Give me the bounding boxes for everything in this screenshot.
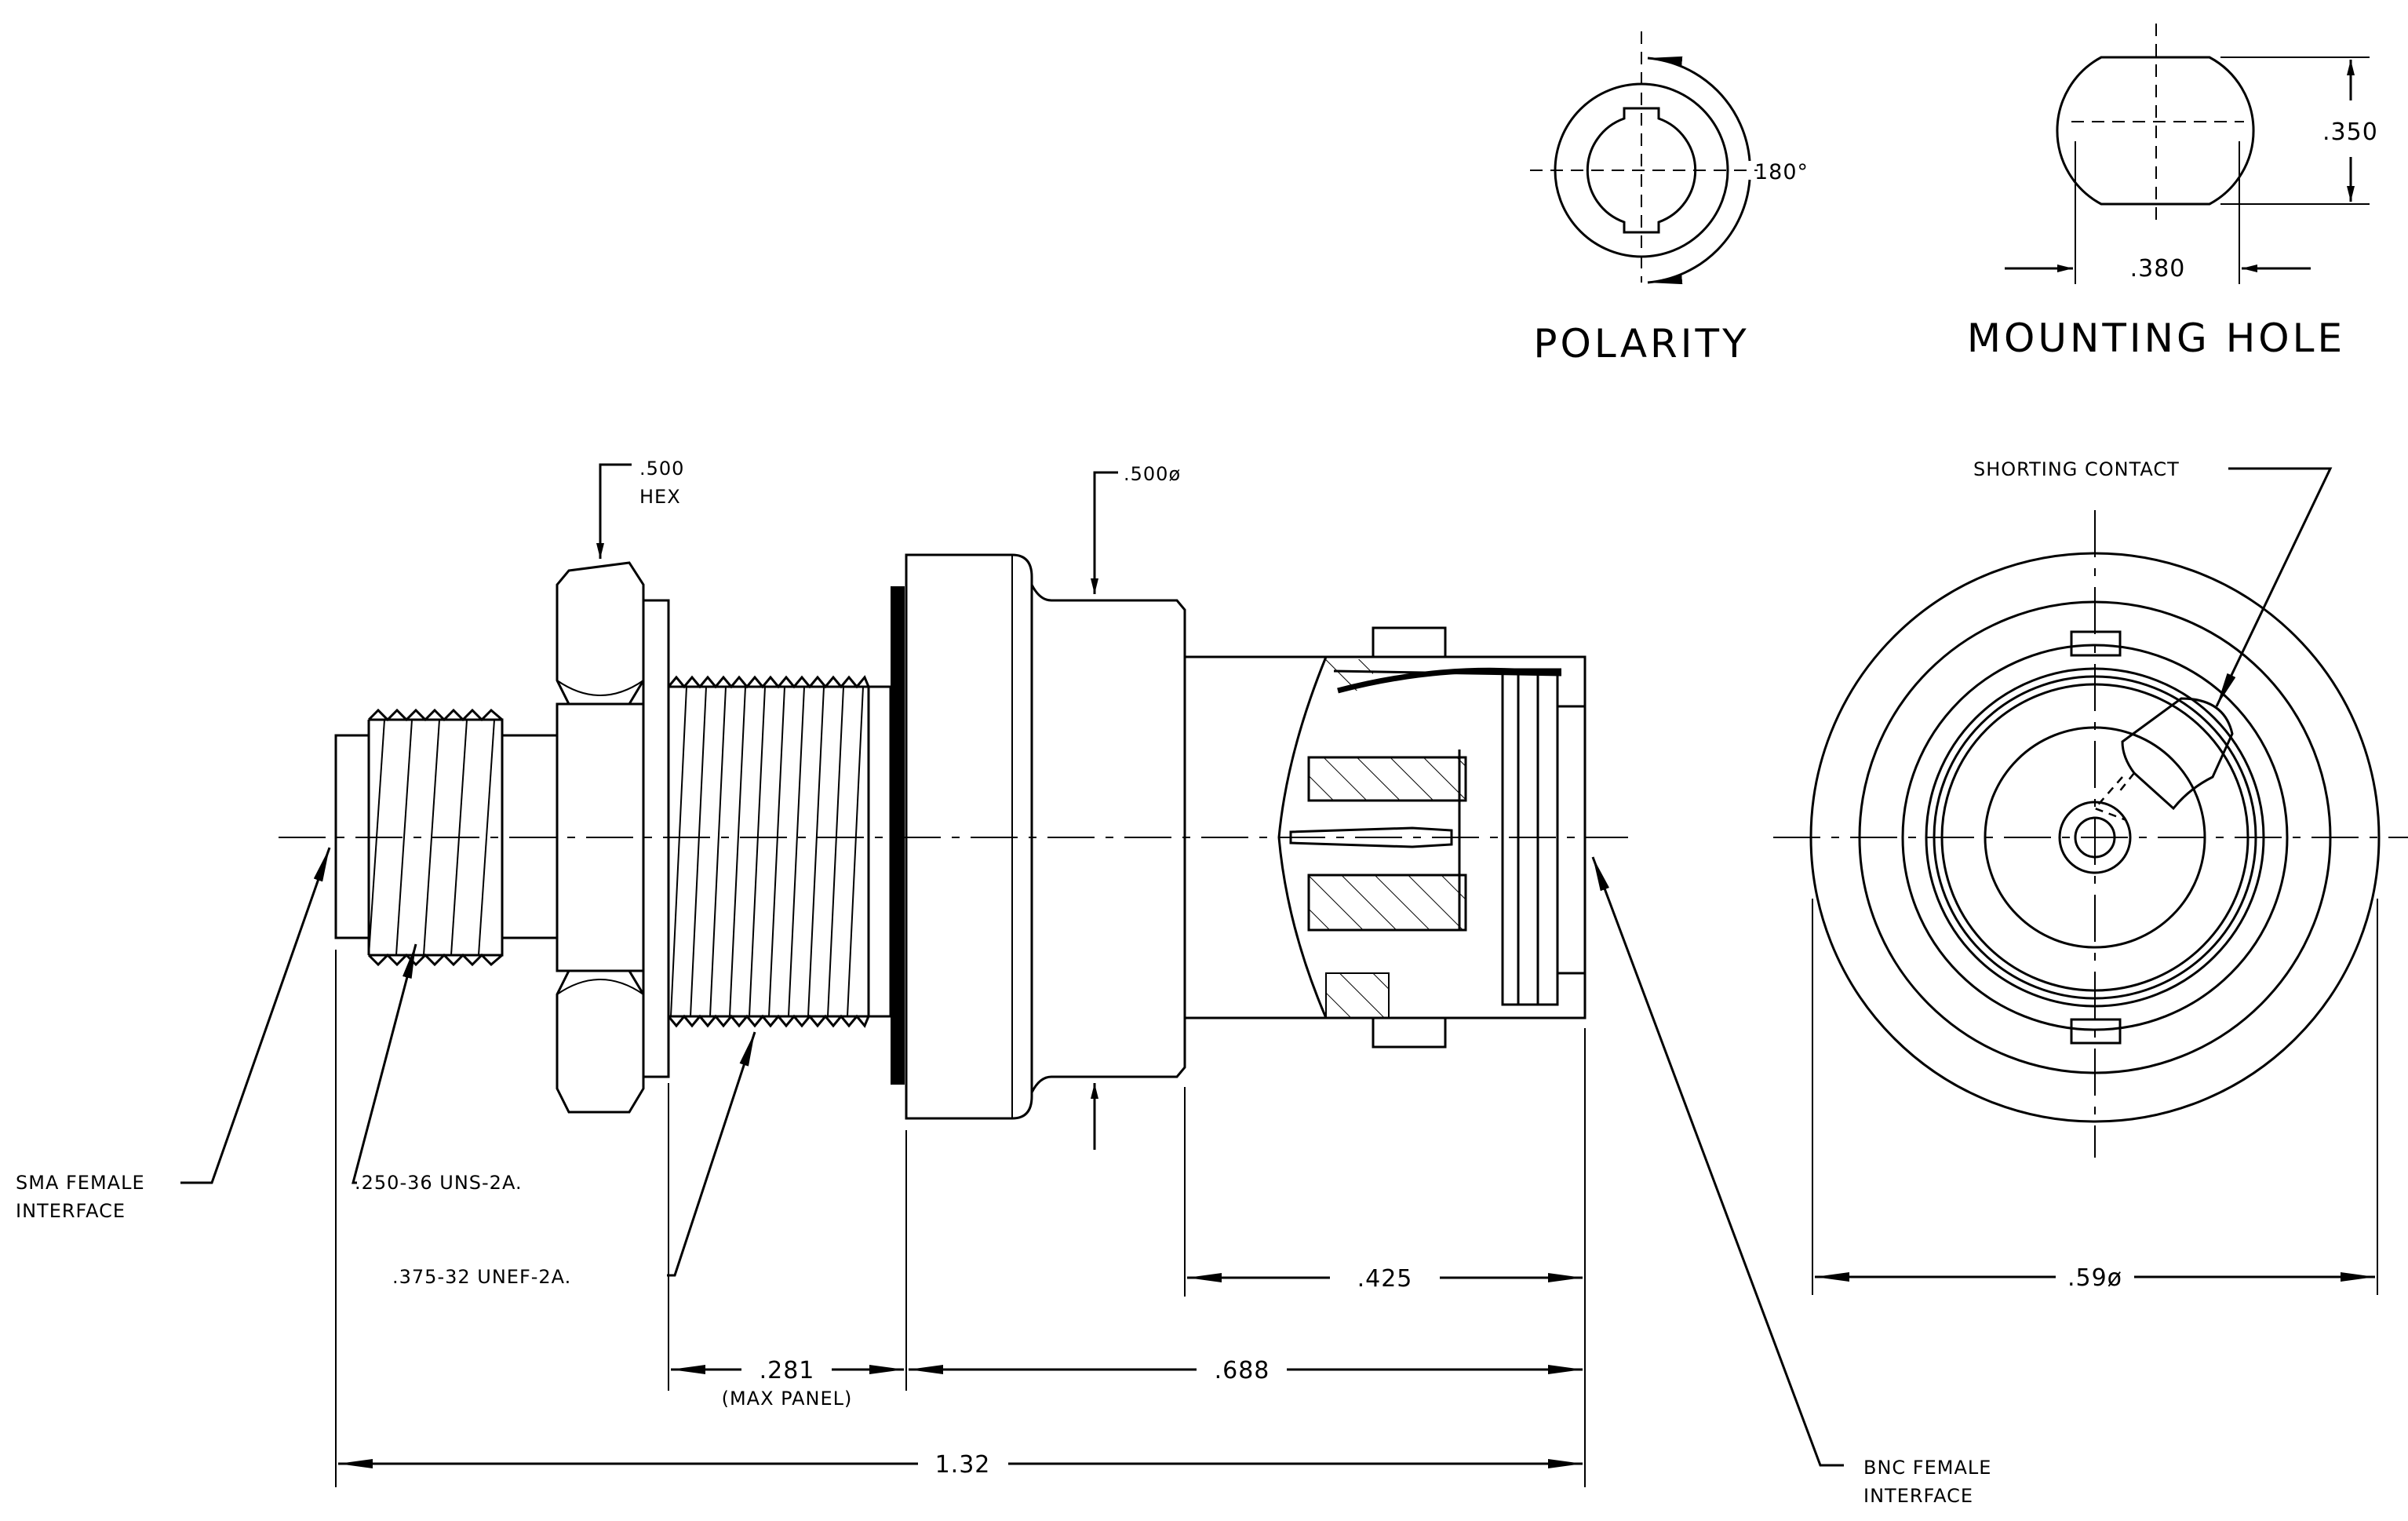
- mounting-hole-title: MOUNTING HOLE: [1967, 316, 2345, 361]
- polarity-angle-label: 180°: [1754, 160, 1809, 184]
- dim-281-sub: (MAX PANEL): [722, 1388, 853, 1410]
- dim-425: .425: [1357, 1265, 1413, 1293]
- bnc-label-line1: BNC FEMALE: [1863, 1457, 1991, 1479]
- sma-label-line1: SMA FEMALE: [16, 1172, 145, 1194]
- mounting-hole-width-label: .380: [2130, 255, 2186, 283]
- hex-size-label: .500: [639, 458, 684, 480]
- bnc-label-line2: INTERFACE: [1863, 1485, 1973, 1507]
- sma-thread-label: .250-36 UNS-2A.: [355, 1172, 523, 1194]
- end-view-diameter-label: .59ø: [2067, 1264, 2122, 1292]
- mounting-hole-height-label: .350: [2322, 119, 2378, 146]
- bnc-section: [1185, 626, 1587, 1049]
- dim-281: .281: [760, 1357, 815, 1384]
- panel-thread-label: .375-32 UNEF-2A.: [392, 1266, 571, 1288]
- polarity-title: POLARITY: [1533, 321, 1749, 367]
- panel-thread: [667, 675, 892, 1028]
- gasket: [891, 586, 905, 1085]
- sma-thread: [367, 708, 503, 967]
- body-diameter-label: .500ø: [1124, 463, 1181, 485]
- end-view: SHORTING CONTACT .59ø: [1773, 458, 2408, 1295]
- polarity-view: 180° POLARITY: [1530, 31, 1809, 367]
- body: [1030, 584, 1186, 1093]
- sma-label-line2: INTERFACE: [16, 1200, 126, 1222]
- shorting-contact-label: SHORTING CONTACT: [1973, 458, 2180, 480]
- dim-132: 1.32: [935, 1451, 991, 1479]
- hex-sub-label: HEX: [639, 486, 681, 508]
- side-view: .500 HEX .500ø SMA FEMALE INTERFACE .250…: [16, 458, 1991, 1507]
- dim-688: .688: [1215, 1357, 1270, 1384]
- mounting-hole-view: .350 .380 MOUNTING HOLE: [1967, 24, 2378, 361]
- flange: [905, 553, 1033, 1120]
